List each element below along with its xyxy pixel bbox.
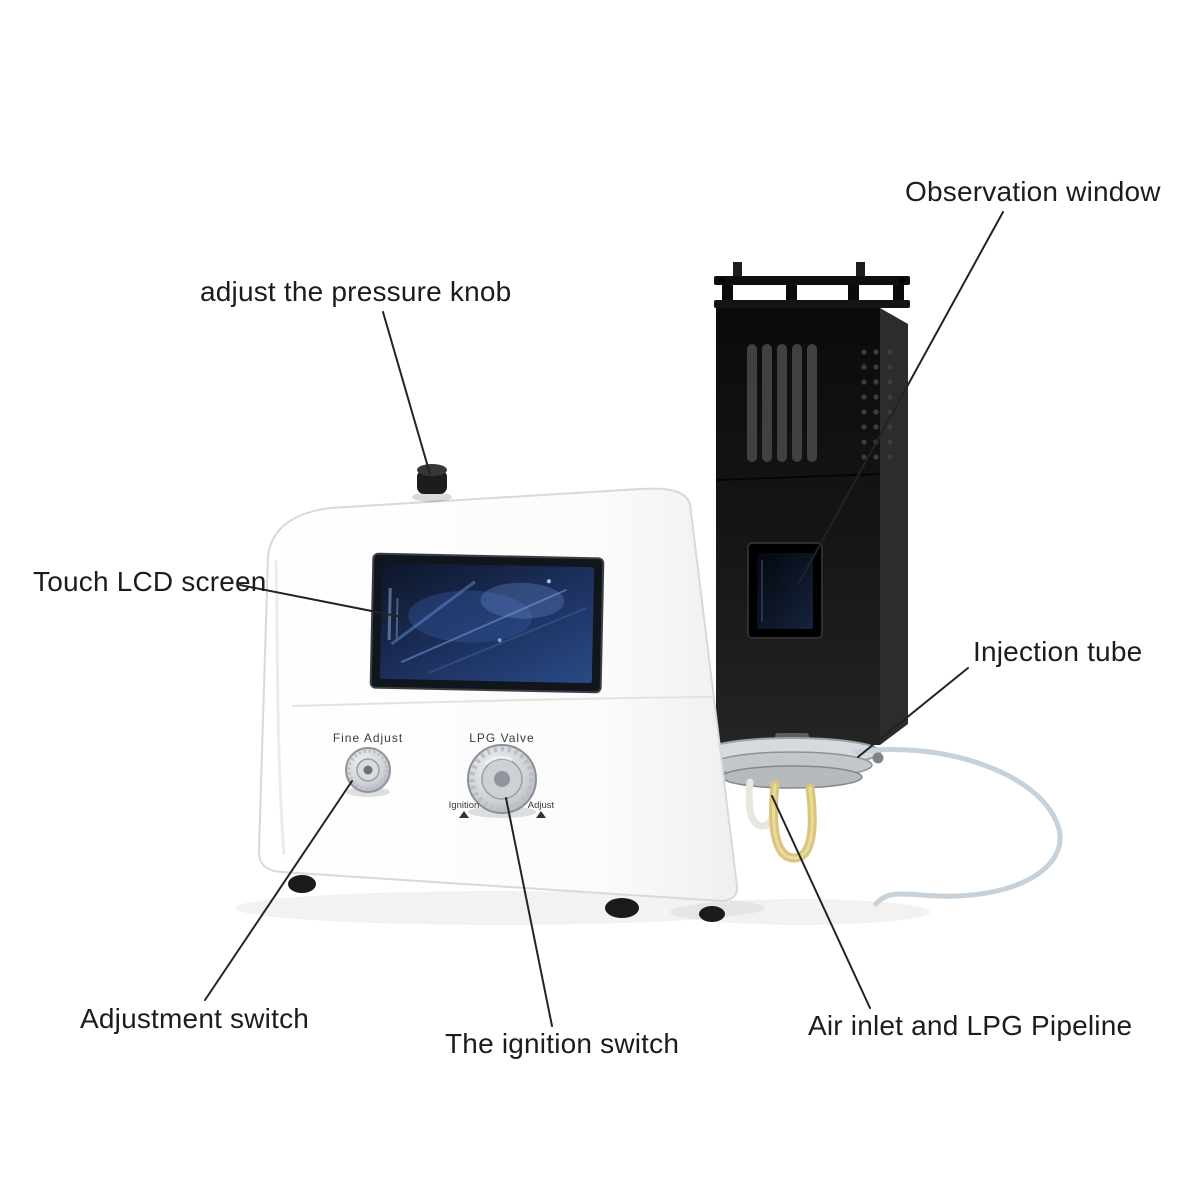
injection-tube-line bbox=[857, 667, 969, 758]
chimney-top-bracket bbox=[714, 262, 910, 308]
adjustment-switch-callout: Adjustment switch bbox=[80, 1003, 310, 1034]
ignition-switch-callout: The ignition switch bbox=[445, 1028, 680, 1059]
ignition-triangle-icon bbox=[459, 811, 469, 818]
adjust-triangle-icon bbox=[536, 811, 546, 818]
instrument-body bbox=[257, 464, 739, 922]
chimney-tower bbox=[714, 262, 910, 745]
ground-shadow bbox=[235, 891, 930, 925]
foot-left bbox=[288, 875, 316, 893]
ignition-switch-line bbox=[505, 797, 553, 1027]
fine-adjust-knob bbox=[345, 747, 391, 797]
panel-seam bbox=[291, 696, 715, 707]
foot-center bbox=[605, 898, 639, 918]
observation-window-line bbox=[798, 211, 1004, 584]
touch-lcd-screen bbox=[369, 552, 605, 694]
chimney-side-face bbox=[880, 308, 908, 745]
lpg-valve-knob bbox=[467, 744, 537, 818]
annotation-lines bbox=[204, 211, 1004, 1027]
ignition-mark-label: Ignition bbox=[449, 800, 480, 811]
touch-lcd-line bbox=[239, 584, 408, 619]
vent-grille bbox=[747, 344, 817, 462]
pressure-knob-callout: adjust the pressure knob bbox=[200, 276, 512, 307]
pressure-knob-line bbox=[382, 311, 431, 475]
body-shell bbox=[257, 487, 739, 903]
pressure-knob bbox=[412, 464, 452, 502]
perforation-dots bbox=[861, 349, 893, 460]
injection-tube-callout: Injection tube bbox=[973, 636, 1143, 667]
touch-lcd-callout: Touch LCD screen bbox=[33, 566, 267, 597]
observation-window-callout: Observation window bbox=[905, 176, 1161, 207]
clamp-ring-bottom bbox=[721, 765, 863, 789]
foot-right bbox=[699, 906, 725, 922]
lpg-valve-label: LPG Valve bbox=[469, 731, 534, 745]
adjustment-switch-line bbox=[204, 780, 353, 1001]
nebulizer-assembly bbox=[700, 733, 1063, 907]
injection-tube bbox=[853, 747, 1063, 907]
front-panel-controls: Fine Adjust LPG Valve Ignition Adjust bbox=[333, 731, 555, 818]
air-inlet-line bbox=[771, 795, 871, 1009]
adjust-mark-label: Adjust bbox=[528, 800, 555, 811]
observation-window bbox=[747, 542, 823, 639]
fine-adjust-label: Fine Adjust bbox=[333, 731, 403, 745]
air-inlet-callout: Air inlet and LPG Pipeline bbox=[808, 1010, 1133, 1041]
